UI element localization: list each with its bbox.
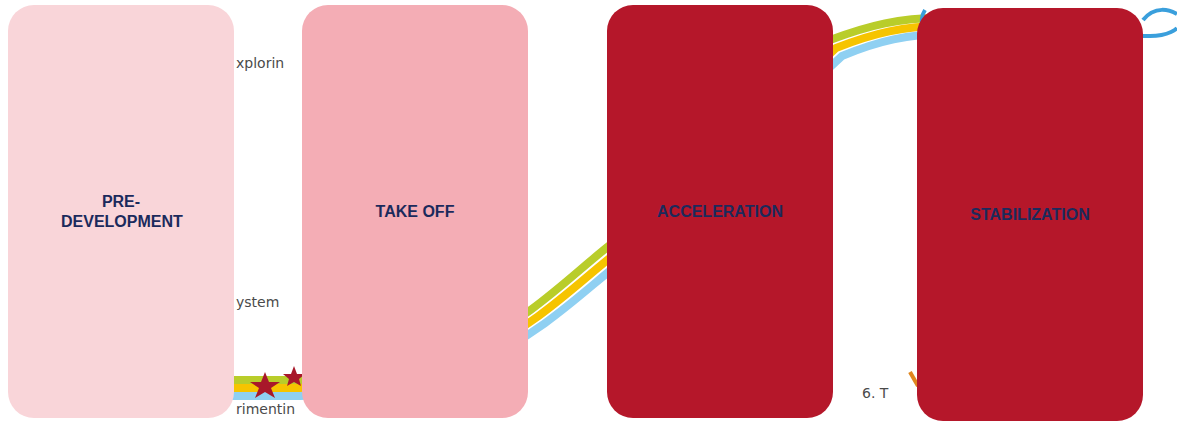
partial-label: xplorin <box>236 55 284 71</box>
stage-title: TAKE OFF <box>376 202 455 221</box>
stage-box: TAKE OFF <box>302 5 528 418</box>
stage-title: PRE- DEVELOPMENT <box>61 192 181 230</box>
partial-label: ystem <box>236 294 279 310</box>
stage-box: ACCELERATION <box>607 5 833 418</box>
partial-label: rimentin <box>236 401 295 417</box>
stage-box: PRE- DEVELOPMENT <box>8 5 234 418</box>
cloud-outline <box>1143 10 1177 20</box>
stage-box: STABILIZATION <box>917 8 1143 421</box>
star-symbol <box>250 372 280 398</box>
partial-label: 6. T <box>862 385 888 401</box>
stage-title: ACCELERATION <box>657 202 783 221</box>
stage-title: STABILIZATION <box>970 205 1089 224</box>
